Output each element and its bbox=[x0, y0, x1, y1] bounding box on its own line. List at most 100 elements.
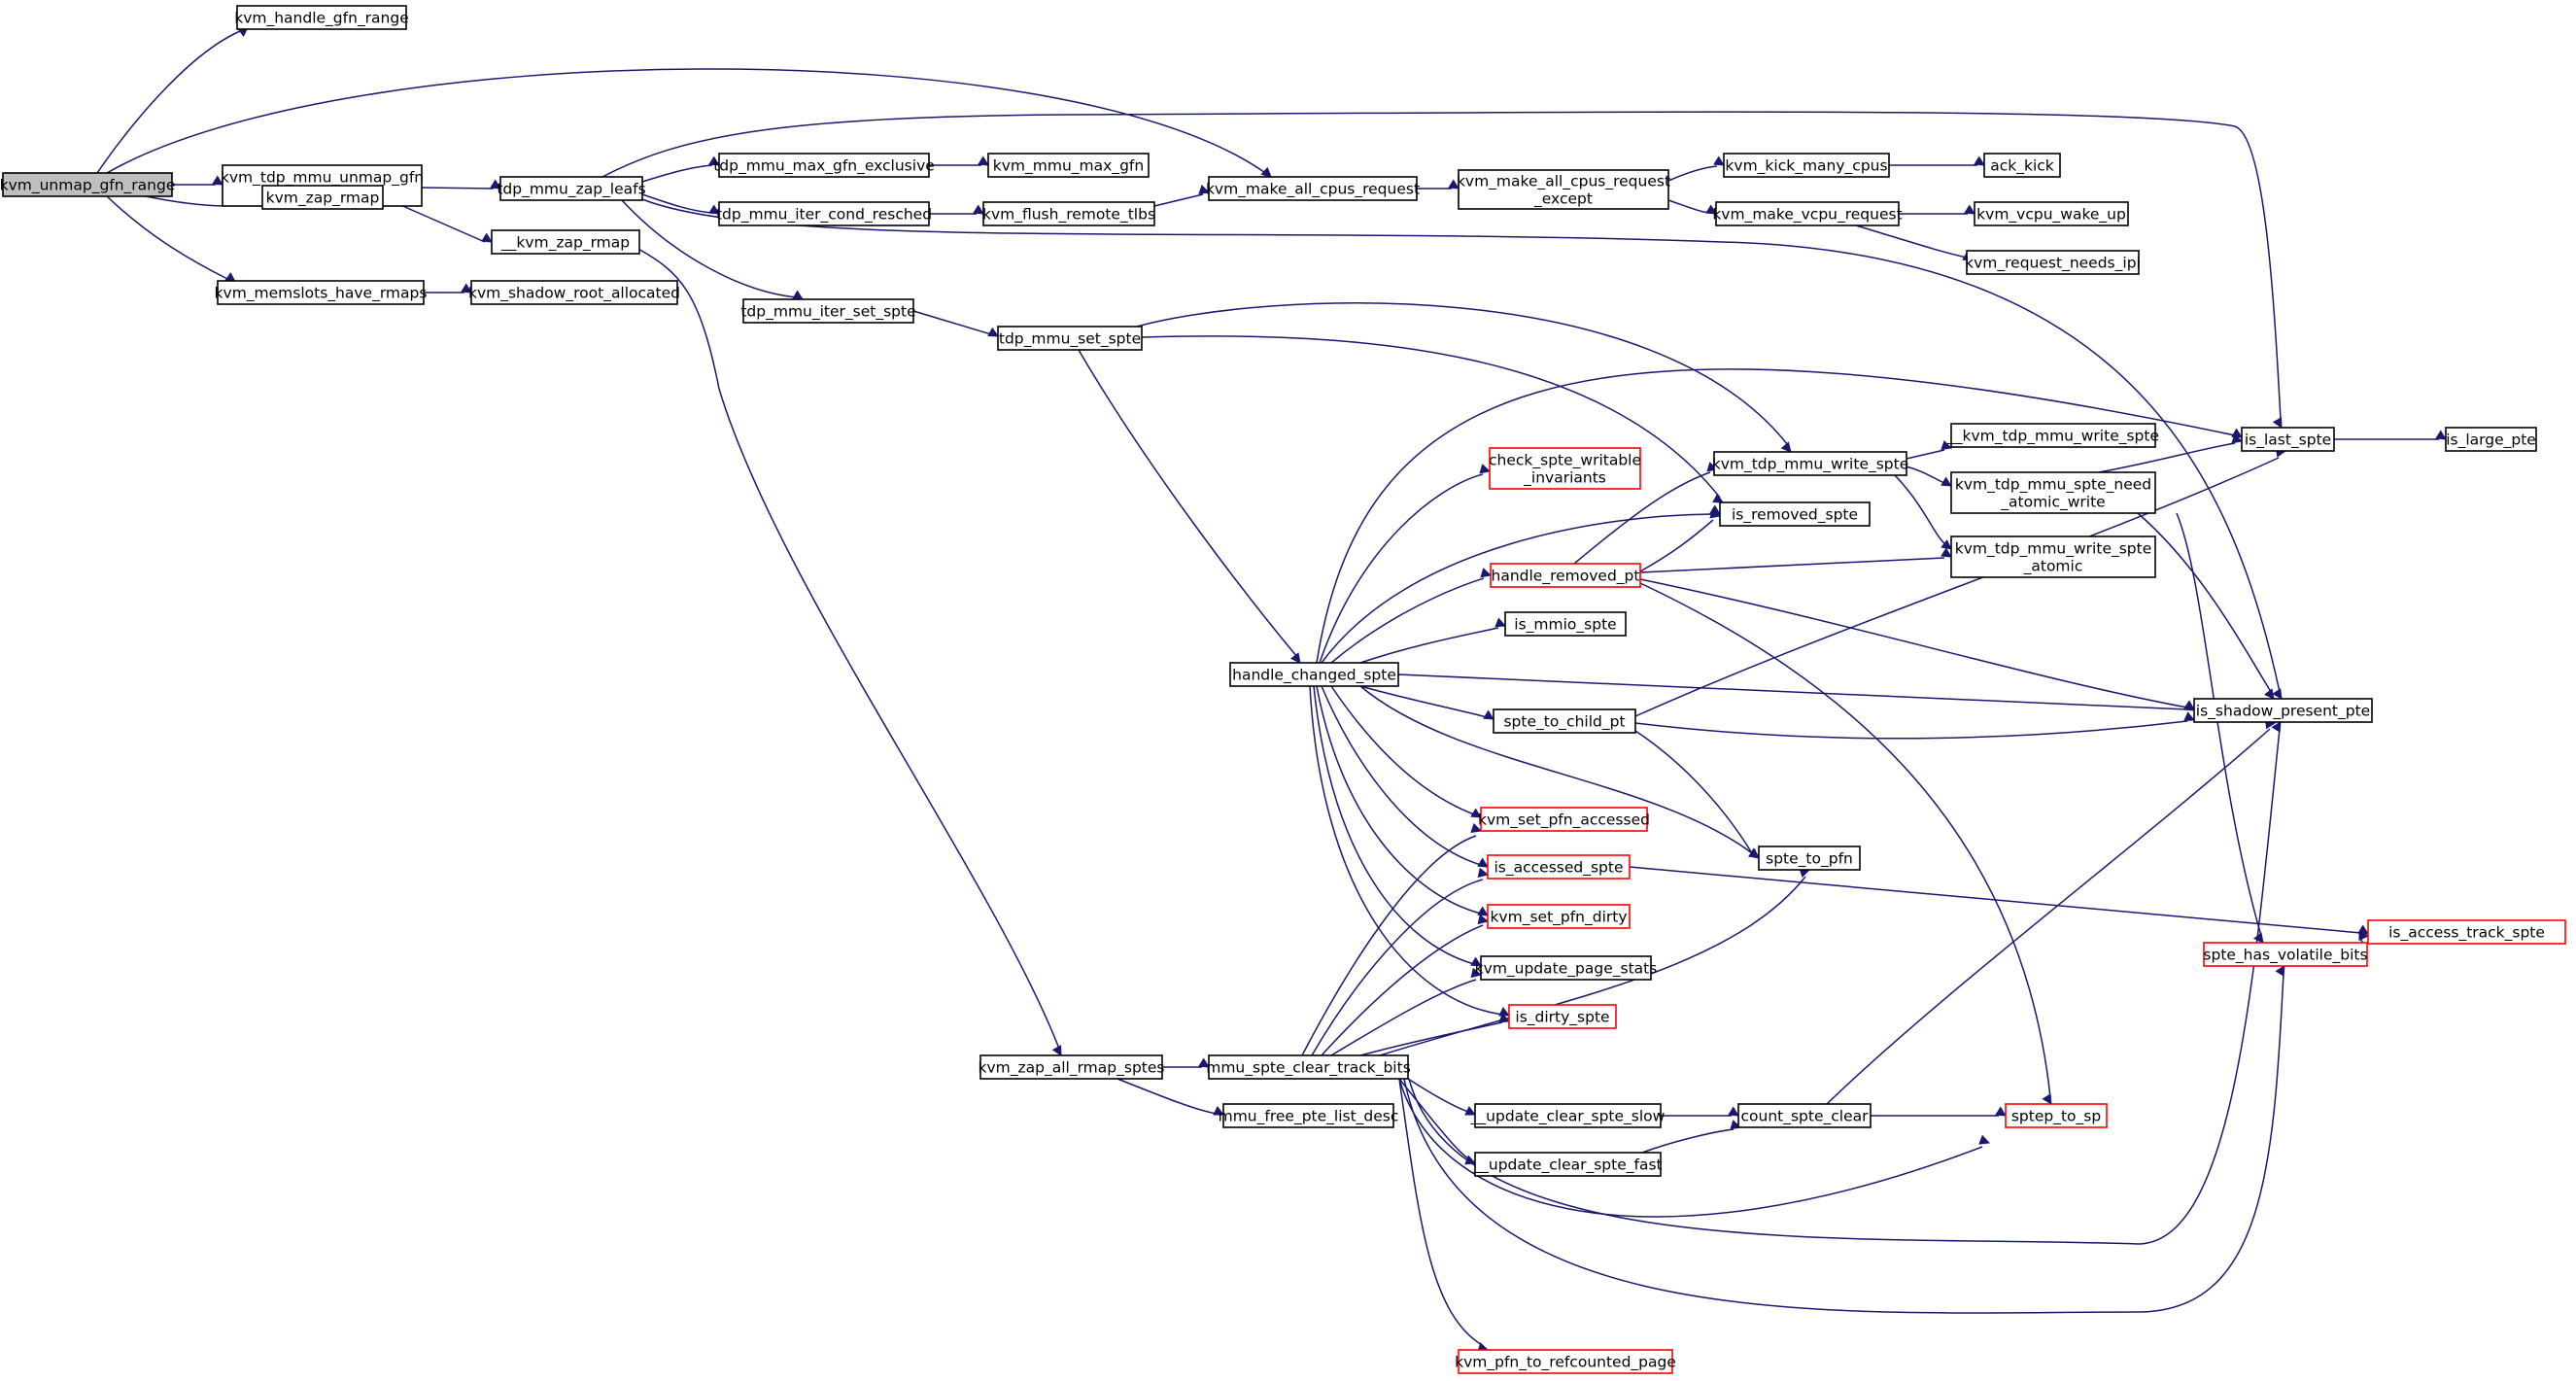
node-is-dirty[interactable]: is_dirty_spte bbox=[1508, 1004, 1617, 1029]
node-write-atomic[interactable]: kvm_tdp_mmu_write_spte_atomic bbox=[1950, 535, 2156, 578]
node-label: kvm_request_needs_ipi bbox=[1965, 255, 2141, 273]
node-max-gfn[interactable]: kvm_mmu_max_gfn bbox=[987, 153, 1150, 178]
node-label: _except bbox=[1533, 190, 1593, 209]
node-is-large[interactable]: is_large_pte bbox=[2445, 427, 2537, 452]
node-box bbox=[1474, 1152, 1662, 1177]
edge-arrowhead bbox=[1483, 709, 1494, 720]
node-make-all-exc[interactable]: kvm_make_all_cpus_request_except bbox=[1457, 169, 1670, 210]
edge-write_spte-to-write_atomic bbox=[1894, 474, 1952, 550]
node-iter-set[interactable]: tdp_mmu_iter_set_spte bbox=[740, 298, 916, 324]
node-ack-kick[interactable]: ack_kick bbox=[1983, 153, 2061, 178]
node-label: kvm_update_page_stats bbox=[1475, 960, 1658, 979]
node-sptep-sp[interactable]: sptep_to_sp bbox=[2005, 1103, 2108, 1128]
node-make-all[interactable]: kvm_make_all_cpus_request bbox=[1206, 176, 1420, 201]
node-make-vcpu[interactable]: kvm_make_vcpu_request bbox=[1712, 201, 1903, 226]
node-clear-slow[interactable]: __update_clear_spte_slow bbox=[1470, 1103, 1666, 1128]
node-label: count_spte_clear bbox=[1741, 1108, 1870, 1126]
node-shadow-root[interactable]: kvm_shadow_root_allocated bbox=[468, 280, 680, 305]
edge-line bbox=[1330, 979, 1477, 1056]
node-zap-rmap[interactable]: kvm_zap_rmap bbox=[261, 185, 384, 210]
node-label: kvm_zap_all_rmap_sptes bbox=[979, 1059, 1165, 1078]
edge-line bbox=[2098, 442, 2236, 473]
node-zap-all-rmap[interactable]: kvm_zap_all_rmap_sptes bbox=[979, 1054, 1165, 1080]
node-unmap[interactable]: kvm_unmap_gfn_range bbox=[0, 172, 175, 197]
edge-line bbox=[1321, 513, 1714, 664]
node-refcounted[interactable]: kvm_pfn_to_refcounted_page bbox=[1455, 1349, 1676, 1374]
node-is-last[interactable]: is_last_spte bbox=[2241, 427, 2335, 452]
node-check-writable[interactable]: check_spte_writable_invariants bbox=[1489, 447, 1641, 490]
node-to-pfn[interactable]: spte_to_pfn bbox=[1758, 846, 1861, 871]
edge-arrowhead bbox=[1709, 508, 1722, 519]
node-kick-many[interactable]: kvm_kick_many_cpus bbox=[1723, 153, 1890, 178]
edge-zap_leafs-to-is_last bbox=[601, 111, 2283, 429]
edge-line bbox=[1398, 1078, 1483, 1346]
edge-line bbox=[1397, 673, 2188, 710]
edge-arrowhead bbox=[1713, 155, 1725, 166]
node-volatile[interactable]: spte_has_volatile_bits bbox=[2203, 942, 2368, 967]
node-free-desc[interactable]: mmu_free_pte_list_desc bbox=[1219, 1103, 1399, 1128]
edge-line bbox=[1330, 685, 1475, 815]
edge-line bbox=[641, 193, 713, 214]
node-box bbox=[1715, 201, 1900, 226]
node-label: tdp_mmu_max_gfn_exclusive bbox=[713, 157, 935, 176]
node-is-accessed[interactable]: is_accessed_spte bbox=[1487, 854, 1631, 880]
node-zap-leafs[interactable]: tdp_mmu_zap_leafs bbox=[497, 176, 646, 201]
edge-zap_leafs-to-shadow_present bbox=[641, 198, 2283, 700]
node-clear-fast[interactable]: __update_clear_spte_fast bbox=[1472, 1152, 1663, 1177]
node-to-child[interactable]: spte_to_child_pt bbox=[1493, 708, 1636, 734]
node-box bbox=[2367, 919, 2566, 945]
node-label: kvm_zap_rmap bbox=[266, 190, 380, 208]
node-access-track[interactable]: is_access_track_spte bbox=[2367, 919, 2566, 945]
edge-arrowhead bbox=[1494, 617, 1507, 628]
edge-is_accessed-to-access_track bbox=[1629, 866, 2369, 935]
node-handle-gfn[interactable]: kvm_handle_gfn_range bbox=[234, 5, 409, 30]
edge-line bbox=[1906, 449, 1945, 460]
node-iter-cond[interactable]: tdp_mmu_iter_cond_resched bbox=[716, 201, 932, 226]
node-set-accessed[interactable]: kvm_set_pfn_accessed bbox=[1478, 807, 1650, 832]
node-set-dirty[interactable]: kvm_set_pfn_dirty bbox=[1487, 904, 1631, 929]
edge-line bbox=[1634, 730, 1753, 854]
node-shadow-present[interactable]: is_shadow_present_pte bbox=[2193, 698, 2373, 723]
node-handle-changed[interactable]: handle_changed_spte bbox=[1229, 662, 1399, 687]
edge-set_spte-to-is_removed bbox=[1141, 335, 1724, 503]
edge-arrowhead bbox=[1470, 822, 1483, 834]
node-write-spte[interactable]: kvm_tdp_mmu_write_spte bbox=[1712, 451, 1909, 476]
node-needs-ipi[interactable]: kvm_request_needs_ipi bbox=[1965, 250, 2141, 275]
node-box bbox=[1713, 451, 1907, 476]
node-max-gfn-excl[interactable]: tdp_mmu_max_gfn_exclusive bbox=[713, 153, 935, 178]
node-label: mmu_spte_clear_track_bits bbox=[1206, 1059, 1411, 1078]
edge-arrowhead bbox=[1974, 155, 1985, 166]
edge-zap_all_rmap-to-clear_track bbox=[1162, 1057, 1210, 1068]
node-memslots[interactable]: kvm_memslots_have_rmaps bbox=[215, 280, 428, 305]
edge-arrowhead bbox=[792, 290, 804, 300]
node-box bbox=[997, 326, 1143, 351]
node-box bbox=[2203, 942, 2368, 967]
node-label: is_large_pte bbox=[2446, 432, 2536, 450]
node-flush[interactable]: kvm_flush_remote_tlbs bbox=[982, 201, 1155, 226]
node-clear-track[interactable]: mmu_spte_clear_track_bits bbox=[1206, 1054, 1411, 1080]
node-need-atomic[interactable]: kvm_tdp_mmu_spte_need_atomic_write bbox=[1950, 471, 2156, 514]
node-handle-removed[interactable]: handle_removed_pt bbox=[1490, 563, 1641, 588]
edge-arrowhead bbox=[1470, 956, 1482, 967]
edge-iter_cond-to-flush bbox=[929, 204, 984, 215]
node-box bbox=[1458, 1349, 1673, 1374]
node-label: is_mmio_spte bbox=[1514, 616, 1616, 635]
node-box bbox=[1487, 904, 1631, 929]
node---zap-rmap[interactable]: __kvm_zap_rmap bbox=[491, 229, 640, 255]
node-box bbox=[1737, 1103, 1872, 1128]
node-set-spte[interactable]: tdp_mmu_set_spte bbox=[997, 326, 1143, 351]
edge-arrowhead bbox=[1748, 847, 1760, 859]
node-label: __kvm_zap_rmap bbox=[500, 234, 630, 253]
node-wake-up[interactable]: kvm_vcpu_wake_up bbox=[1974, 201, 2129, 226]
node-label: kvm_kick_many_cpus bbox=[1725, 157, 1887, 176]
node-page-stats[interactable]: kvm_update_page_stats bbox=[1475, 955, 1658, 981]
edge-arrowhead bbox=[2272, 688, 2283, 700]
node-label: is_shadow_present_pte bbox=[2196, 703, 2370, 721]
edge-arrowhead bbox=[1213, 1106, 1224, 1116]
node-is-mmio[interactable]: is_mmio_spte bbox=[1504, 611, 1627, 637]
node---write-spte[interactable]: __kvm_tdp_mmu_write_spte bbox=[1946, 423, 2159, 448]
node-is-removed[interactable]: is_removed_spte bbox=[1719, 501, 1871, 527]
node-label: ack_kick bbox=[1990, 157, 2054, 176]
node-label: spte_to_child_pt bbox=[1503, 713, 1625, 732]
node-count-clear[interactable]: count_spte_clear bbox=[1737, 1103, 1872, 1128]
